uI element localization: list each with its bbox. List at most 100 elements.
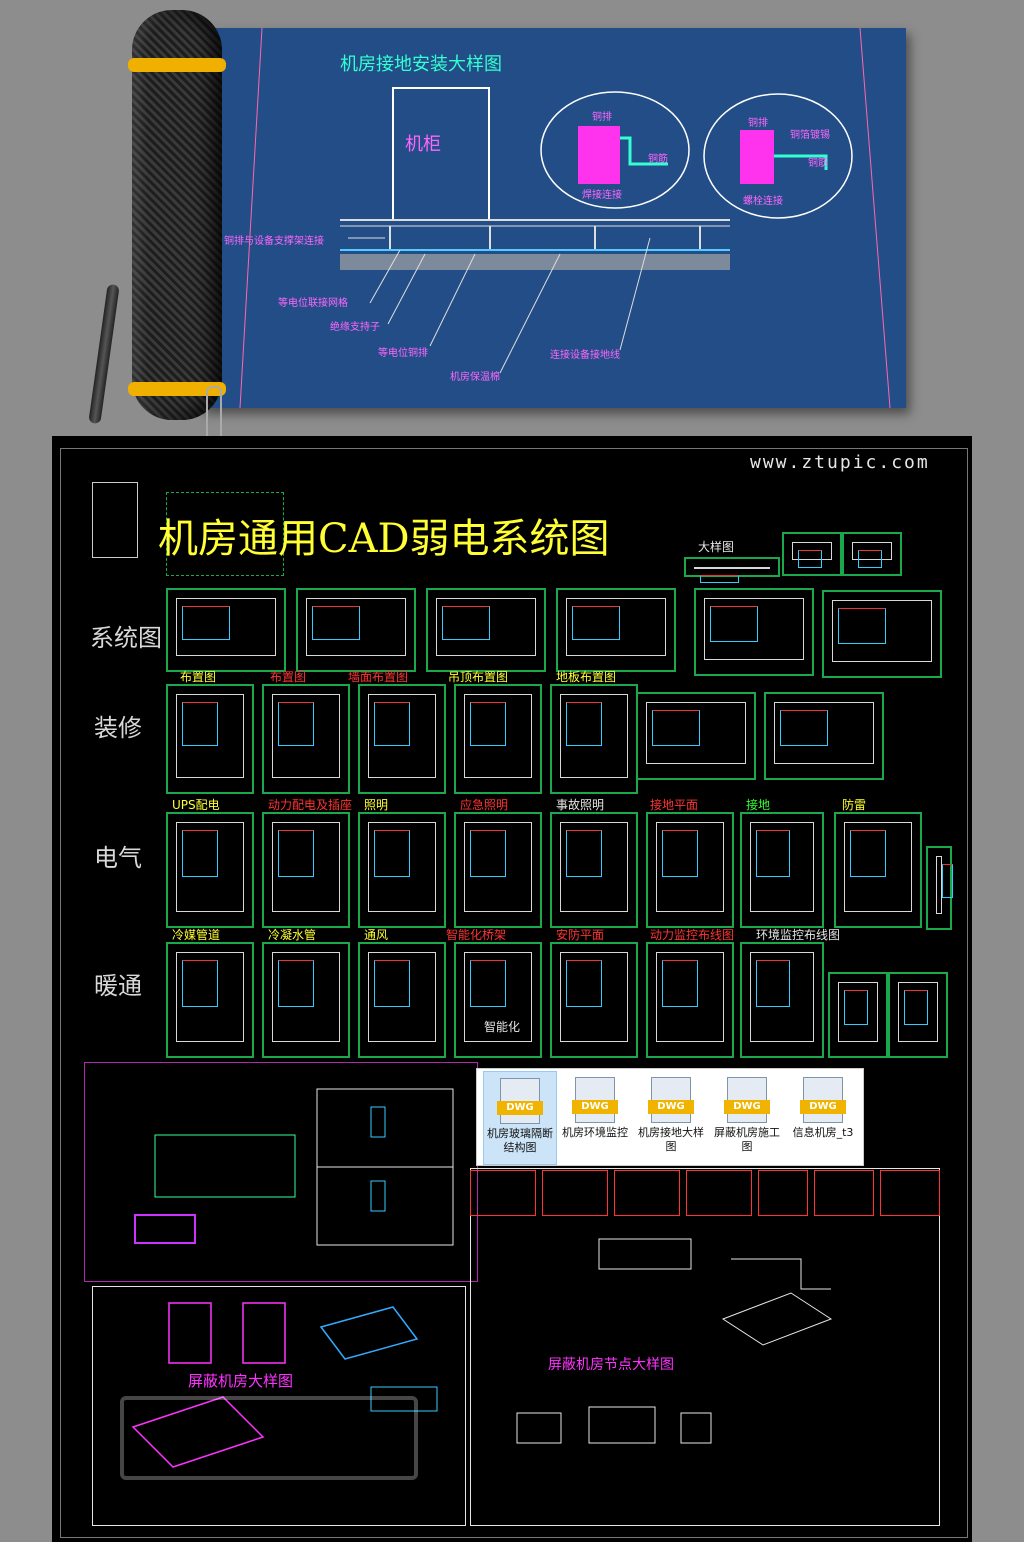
detail-thumb-3[interactable] xyxy=(842,532,902,576)
shielded-room-large-drawing[interactable] xyxy=(92,1286,466,1526)
decor-thumb-2[interactable] xyxy=(262,684,350,794)
hanging-clip xyxy=(206,386,222,440)
poster-title: 机房接地安装大样图 xyxy=(340,54,502,75)
decor-thumb-1[interactable] xyxy=(166,684,254,794)
shielded-room-node-drawing[interactable] xyxy=(470,1168,940,1526)
category-electrical: 电气 xyxy=(94,844,142,872)
decor-thumb-7[interactable] xyxy=(764,692,884,780)
decor-label-4: 地板布置图 xyxy=(556,670,617,684)
file-item-1[interactable]: DWG 机房环境监控 xyxy=(559,1071,631,1163)
left-circle-right-label: 铜筋 xyxy=(648,154,668,165)
file-item-0[interactable]: DWG 机房玻璃隔断结构图 xyxy=(483,1071,557,1165)
file-name: 机房环境监控 xyxy=(562,1126,628,1139)
shielded-room-large-label: 屏蔽机房大样图 xyxy=(188,1372,294,1390)
hvac-thumb-6[interactable] xyxy=(646,942,734,1058)
hvac-label-1: 冷凝水管 xyxy=(268,928,317,942)
file-name: 机房玻璃隔断结构图 xyxy=(487,1127,553,1154)
elec-label-1: 动力配电及插座 xyxy=(268,798,353,812)
system-thumb-2[interactable] xyxy=(296,588,416,672)
system-thumb-4[interactable] xyxy=(556,588,676,672)
elec-thumb-8[interactable] xyxy=(834,812,922,928)
file-item-4[interactable]: DWG 信息机房_t3 xyxy=(787,1071,859,1163)
callout-5: 连接设备接地线 xyxy=(550,350,620,361)
panel-7 xyxy=(880,1170,940,1216)
poster-roll xyxy=(132,10,222,420)
hvac-thumb-2[interactable] xyxy=(262,942,350,1058)
file-name: 信息机房_t3 xyxy=(792,1126,854,1139)
elec-label-2: 照明 xyxy=(364,798,389,812)
site-logo-watermark xyxy=(120,1396,418,1480)
panel-3 xyxy=(614,1170,680,1216)
hvac-label-3: 智能化桥架 xyxy=(446,928,507,942)
file-name: 机房接地大样图 xyxy=(638,1126,704,1153)
decor-thumb-6[interactable] xyxy=(636,692,756,780)
elec-thumb-3[interactable] xyxy=(358,812,446,928)
category-hvac: 暖通 xyxy=(94,972,142,1000)
category-system: 系统图 xyxy=(90,624,162,652)
elec-label-3: 应急照明 xyxy=(460,798,509,812)
elec-label-7: 防雷 xyxy=(842,798,867,812)
decor-label-3: 吊顶布置图 xyxy=(448,670,509,684)
detail-thumb-1[interactable] xyxy=(684,557,780,584)
file-item-2[interactable]: DWG 机房接地大样图 xyxy=(635,1071,707,1163)
dwg-file-icon: DWG xyxy=(572,1077,618,1123)
hvac-thumb-7[interactable] xyxy=(740,942,824,1058)
panel-2 xyxy=(542,1170,608,1216)
shielded-room-node-label: 屏蔽机房节点大样图 xyxy=(548,1357,674,1373)
hvac-label-6: 环境监控布线图 xyxy=(756,928,841,942)
elec-thumb-9[interactable] xyxy=(926,846,953,930)
elec-thumb-5[interactable] xyxy=(550,812,638,928)
system-thumb-1[interactable] xyxy=(166,588,286,672)
elec-thumb-4[interactable] xyxy=(454,812,542,928)
system-thumb-6[interactable] xyxy=(822,590,942,678)
hvac-note: 智能化 xyxy=(484,1020,521,1034)
left-circle-bottom-label: 焊接连接 xyxy=(582,190,622,201)
decor-thumb-5[interactable] xyxy=(550,684,638,794)
dwg-file-icon: DWG xyxy=(800,1077,846,1123)
right-circle-right-top-label: 铜箔镀锡 xyxy=(790,130,830,141)
elec-label-0: UPS配电 xyxy=(172,798,220,812)
file-explorer-strip: DWG 机房玻璃隔断结构图 DWG 机房环境监控 DWG 机房接地大样图 DWG… xyxy=(476,1068,864,1166)
detail-thumb-2[interactable] xyxy=(782,532,842,576)
roll-ring-top xyxy=(128,58,226,72)
title-block xyxy=(92,482,138,558)
panel-5 xyxy=(758,1170,808,1216)
file-item-3[interactable]: DWG 屏蔽机房施工图 xyxy=(711,1071,783,1163)
callout-1: 等电位联接网格 xyxy=(278,298,348,309)
hvac-label-2: 通风 xyxy=(364,928,389,942)
hvac-thumb-8[interactable] xyxy=(828,972,888,1058)
watermark-url: www.ztupic.com xyxy=(750,452,930,473)
hvac-label-0: 冷媒管道 xyxy=(172,928,221,942)
hvac-thumb-9[interactable] xyxy=(888,972,948,1058)
category-decoration: 装修 xyxy=(94,714,142,742)
roll-ring-bottom xyxy=(128,382,226,396)
decor-label-0: 布置图 xyxy=(180,670,217,684)
detail-label: 大样图 xyxy=(698,540,735,554)
left-circle-top-label: 铜排 xyxy=(592,112,612,123)
decor-label-1: 布置图 xyxy=(270,670,307,684)
dwg-file-icon: DWG xyxy=(648,1077,694,1123)
elec-thumb-1[interactable] xyxy=(166,812,254,928)
hvac-label-5: 动力监控布线图 xyxy=(650,928,735,942)
hvac-thumb-4[interactable] xyxy=(454,942,542,1058)
elec-thumb-2[interactable] xyxy=(262,812,350,928)
hvac-thumb-1[interactable] xyxy=(166,942,254,1058)
elec-thumb-7[interactable] xyxy=(740,812,824,928)
decor-thumb-3[interactable] xyxy=(358,684,446,794)
glass-partition-drawing[interactable] xyxy=(84,1062,478,1282)
right-circle-top-label: 铜排 xyxy=(748,118,768,129)
dwg-file-icon: DWG xyxy=(724,1077,770,1123)
system-thumb-5[interactable] xyxy=(694,588,814,676)
glass-partition-sketch xyxy=(134,1088,454,1246)
hvac-thumb-5[interactable] xyxy=(550,942,638,1058)
system-thumb-3[interactable] xyxy=(426,588,546,672)
elec-label-6: 接地 xyxy=(746,798,771,812)
decor-thumb-4[interactable] xyxy=(454,684,542,794)
panel-1 xyxy=(470,1170,536,1216)
right-circle-bottom-label: 螺栓连接 xyxy=(743,196,783,207)
panel-4 xyxy=(686,1170,752,1216)
cad-sheet-frame xyxy=(60,448,968,1538)
hvac-thumb-3[interactable] xyxy=(358,942,446,1058)
right-circle-right-label: 铜筋 xyxy=(808,158,828,169)
elec-thumb-6[interactable] xyxy=(646,812,734,928)
